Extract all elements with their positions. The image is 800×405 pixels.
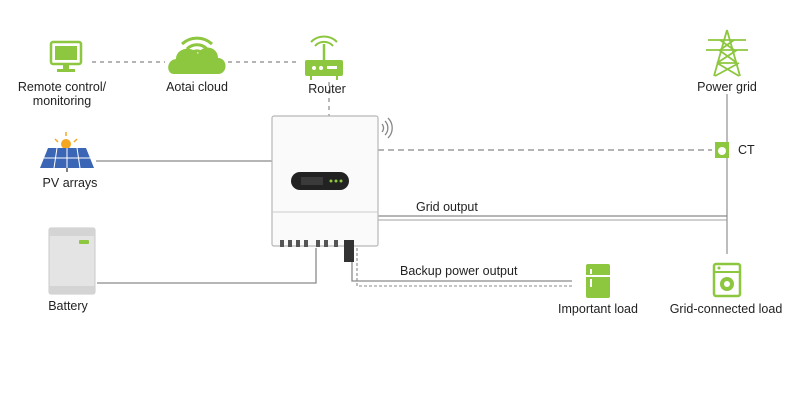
router-icon <box>305 35 343 80</box>
cloud-label: Aotai cloud <box>166 80 228 94</box>
battery-icon <box>48 227 96 295</box>
ct-icon <box>715 142 729 158</box>
backup-output-line-2 <box>356 248 572 287</box>
remote-label-line2: monitoring <box>32 94 92 108</box>
solar-panel-icon <box>40 132 94 172</box>
grid-connected-load-label: Grid-connected load <box>669 302 783 316</box>
wifi-signal-icon <box>381 117 393 139</box>
washing-machine-icon <box>712 262 742 298</box>
power-grid-label: Power grid <box>697 80 757 94</box>
important-load-label: Important load <box>558 302 638 316</box>
router-label: Router <box>308 82 346 96</box>
remote-label-line1: Remote control/ <box>17 80 107 94</box>
inverter-icon <box>271 115 379 262</box>
monitor-icon <box>49 40 83 72</box>
remote-monitoring-label: Remote control/ monitoring <box>18 80 106 108</box>
ct-label: CT <box>738 143 755 157</box>
grid-output-label: Grid output <box>416 200 478 214</box>
connections <box>92 61 728 287</box>
battery-label: Battery <box>48 299 88 313</box>
cloud-wifi-icon <box>168 36 226 74</box>
power-tower-icon <box>706 29 748 77</box>
fridge-icon <box>586 264 610 298</box>
battery-inverter-line <box>97 248 317 284</box>
backup-output-label: Backup power output <box>400 264 518 278</box>
pv-arrays-label: PV arrays <box>42 176 98 190</box>
